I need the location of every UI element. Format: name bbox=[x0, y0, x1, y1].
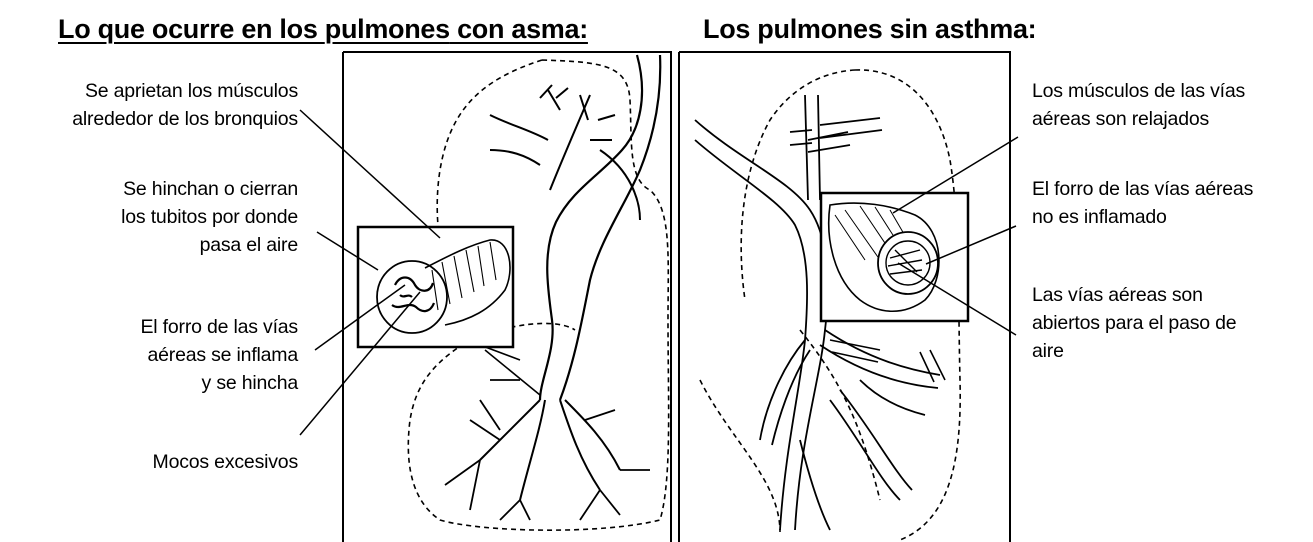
label-excess-mucus: Mocos excesivos bbox=[152, 448, 299, 476]
label-line: alrededor de los bronquios bbox=[72, 108, 298, 130]
label-line: El forro de las vías aéreas bbox=[1032, 178, 1254, 200]
healthy-lung-panel bbox=[678, 51, 1019, 542]
title-asthma-part2: con asma: bbox=[449, 14, 588, 44]
label-line: El forro de las vías bbox=[140, 316, 299, 338]
label-line: Se aprietan los músculos bbox=[84, 80, 298, 102]
label-muscles-tighten: Se aprietan los músculos alrededor de lo… bbox=[72, 77, 298, 133]
asthma-lung-panel bbox=[299, 51, 672, 542]
label-line: aéreas se inflama bbox=[147, 344, 298, 366]
label-line: no es inflamado bbox=[1032, 206, 1167, 228]
label-line: Los músculos de las vías bbox=[1032, 80, 1246, 102]
label-line: aéreas son relajados bbox=[1032, 108, 1210, 130]
label-airways-open: Las vías aéreas son abiertos para el pas… bbox=[1032, 281, 1236, 367]
label-line: aire bbox=[1032, 340, 1064, 362]
title-asthma-part1: Lo que ocurre en los bbox=[58, 14, 325, 44]
title-asthma-lungs: Lo que ocurre en los pulmones con asma: bbox=[58, 14, 588, 45]
label-line: abiertos para el paso de bbox=[1032, 312, 1237, 334]
label-line: y se hincha bbox=[201, 372, 299, 394]
label-muscles-relaxed: Los músculos de las vías aéreas son rela… bbox=[1032, 77, 1245, 133]
label-line: pasa el aire bbox=[199, 234, 299, 256]
title-healthy-lungs: Los pulmones sin asthma: bbox=[703, 14, 1037, 44]
label-lining-not-inflamed: El forro de las vías aéreas no es inflam… bbox=[1032, 175, 1253, 231]
label-line: Mocos excesivos bbox=[152, 451, 299, 473]
label-line: los tubitos por donde bbox=[121, 206, 298, 228]
label-line: Se hinchan o cierran bbox=[123, 178, 298, 200]
label-lining-inflamed: El forro de las vías aéreas se inflama y… bbox=[141, 313, 299, 397]
title-asthma-underlined-word: pulmones bbox=[324, 14, 450, 44]
label-tubes-swell: Se hinchan o cierran los tubitos por don… bbox=[121, 175, 298, 259]
label-line: Las vías aéreas son bbox=[1032, 284, 1203, 306]
